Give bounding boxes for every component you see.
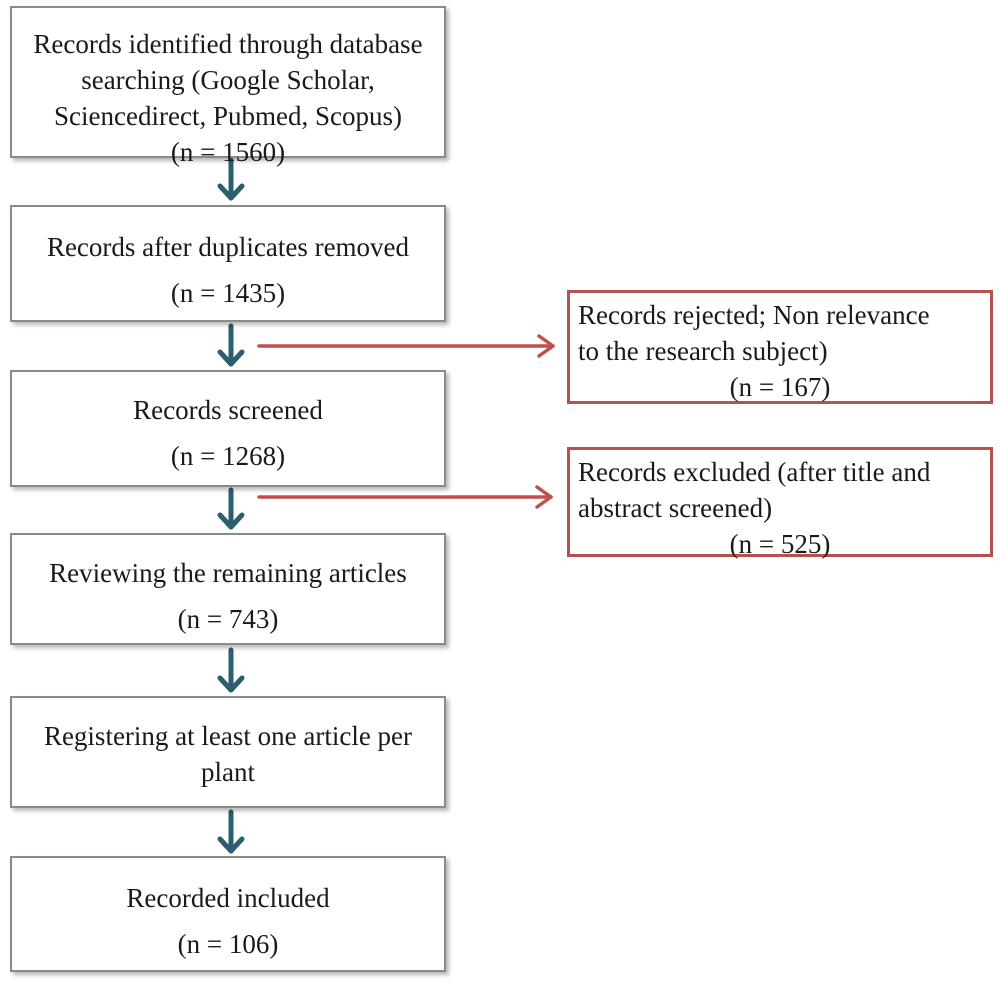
step-count: (n = 1560) — [170, 137, 286, 167]
exclusion-arrow-2 — [257, 485, 553, 509]
step-identification: Records identified through database sear… — [10, 6, 446, 167]
step-duplicates-removed: Records after duplicates removed (n = 14… — [10, 205, 446, 322]
exclusion-count: (n = 167) — [729, 372, 831, 402]
exclusion-excluded: Records excluded (after title and abstra… — [567, 447, 993, 559]
exclusion-text: abstract screened) — [578, 493, 773, 523]
exclusion-count: (n = 525) — [729, 529, 831, 559]
step-count: (n = 1268) — [170, 441, 286, 471]
step-text: plant — [201, 757, 255, 787]
down-arrow-5 — [217, 809, 245, 854]
exclusion-text: Records rejected; Non relevance — [578, 300, 930, 330]
down-arrow-3 — [217, 487, 245, 530]
exclusion-rejected: Records rejected; Non relevance to the r… — [567, 290, 993, 404]
step-count: (n = 106) — [177, 929, 279, 959]
step-included: Recorded included (n = 106) — [10, 856, 446, 972]
step-count: (n = 1435) — [170, 278, 286, 308]
exclusion-text: Records excluded (after title and — [578, 457, 931, 487]
step-text: Records identified through database — [33, 29, 423, 59]
step-text: Records screened — [133, 395, 323, 425]
step-text: Recorded included — [126, 883, 330, 913]
step-text: Reviewing the remaining articles — [49, 558, 407, 588]
down-arrow-1 — [217, 157, 245, 201]
step-text: searching (Google Scholar, — [81, 65, 375, 95]
down-arrow-4 — [217, 647, 245, 693]
step-text: Records after duplicates removed — [46, 232, 410, 262]
step-screened: Records screened (n = 1268) — [10, 370, 446, 487]
exclusion-arrow-1 — [257, 334, 555, 358]
down-arrow-2 — [217, 323, 245, 367]
step-registering: Registering at least one article per pla… — [10, 696, 446, 808]
exclusion-text: to the research subject) — [578, 336, 828, 366]
step-text: Sciencedirect, Pubmed, Scopus) — [54, 101, 402, 131]
step-reviewing: Reviewing the remaining articles (n = 74… — [10, 533, 446, 645]
step-text: Registering at least one article per — [43, 721, 413, 751]
step-count: (n = 743) — [177, 604, 279, 634]
